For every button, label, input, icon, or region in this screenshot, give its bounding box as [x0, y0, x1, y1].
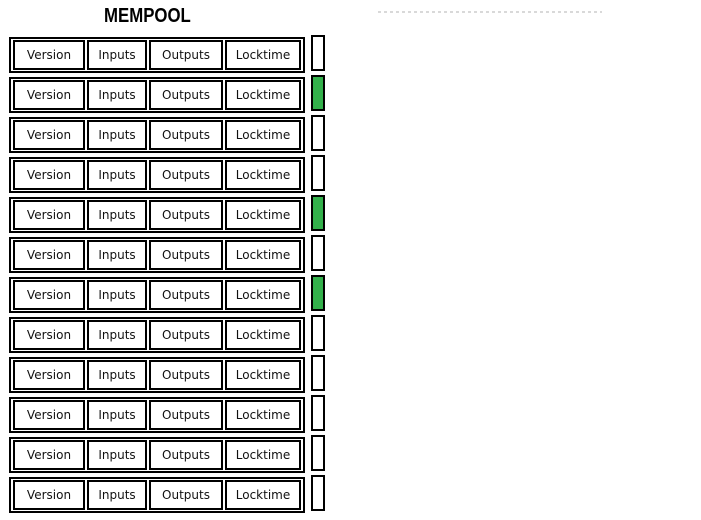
tx-field-locktime: Locktime — [225, 240, 301, 270]
mempool-title: MEMPOOL — [104, 5, 191, 27]
tx-field-locktime: Locktime — [225, 480, 301, 510]
tx-field-version: Version — [13, 320, 85, 350]
tx-status-box — [311, 35, 325, 71]
tx-field-locktime: Locktime — [225, 40, 301, 70]
tx-status-box — [311, 155, 325, 191]
tx-field-outputs: Outputs — [149, 200, 223, 230]
tx-field-version: Version — [13, 200, 85, 230]
dashed-line — [378, 11, 602, 13]
tx-status-box — [311, 355, 325, 391]
tx-field-outputs: Outputs — [149, 360, 223, 390]
tx-status-box — [311, 395, 325, 431]
tx-field-outputs: Outputs — [149, 80, 223, 110]
status-column — [311, 35, 325, 515]
tx-field-outputs: Outputs — [149, 440, 223, 470]
tx-field-locktime: Locktime — [225, 320, 301, 350]
tx-field-outputs: Outputs — [149, 280, 223, 310]
tx-field-locktime: Locktime — [225, 200, 301, 230]
tx-field-inputs: Inputs — [87, 240, 147, 270]
tx-status-box — [311, 235, 325, 271]
tx-field-outputs: Outputs — [149, 480, 223, 510]
tx-field-locktime: Locktime — [225, 80, 301, 110]
tx-field-inputs: Inputs — [87, 80, 147, 110]
tx-field-version: Version — [13, 120, 85, 150]
tx-field-version: Version — [13, 400, 85, 430]
tx-field-inputs: Inputs — [87, 440, 147, 470]
tx-field-inputs: Inputs — [87, 480, 147, 510]
tx-status-box — [311, 435, 325, 471]
tx-field-locktime: Locktime — [225, 360, 301, 390]
tx-status-box — [311, 275, 325, 311]
tx-status-box — [311, 195, 325, 231]
tx-status-box — [311, 315, 325, 351]
tx-field-outputs: Outputs — [149, 240, 223, 270]
tx-status-box — [311, 75, 325, 111]
tx-field-outputs: Outputs — [149, 400, 223, 430]
tx-field-version: Version — [13, 160, 85, 190]
tx-field-version: Version — [13, 80, 85, 110]
tx-field-version: Version — [13, 480, 85, 510]
tx-field-version: Version — [13, 280, 85, 310]
tx-field-locktime: Locktime — [225, 160, 301, 190]
tx-field-locktime: Locktime — [225, 120, 301, 150]
tx-field-inputs: Inputs — [87, 360, 147, 390]
tx-field-inputs: Inputs — [87, 120, 147, 150]
tx-status-box — [311, 475, 325, 511]
tx-field-inputs: Inputs — [87, 280, 147, 310]
tx-field-outputs: Outputs — [149, 320, 223, 350]
tx-field-version: Version — [13, 440, 85, 470]
tx-field-locktime: Locktime — [225, 280, 301, 310]
tx-field-version: Version — [13, 360, 85, 390]
tx-field-outputs: Outputs — [149, 40, 223, 70]
tx-status-box — [311, 115, 325, 151]
tx-field-inputs: Inputs — [87, 200, 147, 230]
tx-field-inputs: Inputs — [87, 320, 147, 350]
tx-field-outputs: Outputs — [149, 160, 223, 190]
tx-field-version: Version — [13, 40, 85, 70]
tx-field-inputs: Inputs — [87, 40, 147, 70]
tx-field-inputs: Inputs — [87, 400, 147, 430]
tx-field-inputs: Inputs — [87, 160, 147, 190]
tx-field-outputs: Outputs — [149, 120, 223, 150]
tx-field-version: Version — [13, 240, 85, 270]
tx-field-locktime: Locktime — [225, 440, 301, 470]
tx-field-locktime: Locktime — [225, 400, 301, 430]
